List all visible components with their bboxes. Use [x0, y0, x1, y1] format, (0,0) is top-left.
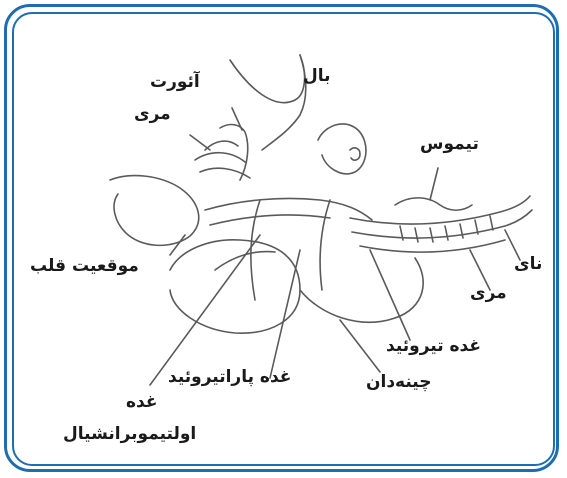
label-heart-position: موقعیت قلب: [30, 256, 139, 276]
leader-thyroid: [370, 250, 410, 340]
label-trachea: نای: [514, 254, 542, 274]
leader-parathyroid: [270, 250, 300, 378]
leader-ultimobranchial: [150, 235, 260, 385]
label-esophagus-right: مری: [470, 283, 507, 303]
label-ultimobranchial-line1: غده: [126, 392, 157, 412]
crop-outline: [170, 240, 300, 333]
label-ultimobranchial-line2: اولتیموبرانشیال: [63, 424, 196, 444]
label-crop: چینه‌دان: [366, 372, 432, 392]
wing-outline: [230, 55, 305, 103]
aorta-vessel: [220, 125, 248, 180]
leader-aorta: [232, 108, 242, 130]
label-thyroid-gland: غده تیروئید: [386, 336, 481, 356]
leader-thymus: [430, 168, 438, 200]
label-parathyroid-gland: غده پاراتیروئید: [168, 367, 291, 387]
leader-crop: [340, 320, 380, 372]
label-esophagus-top: مری: [134, 104, 171, 124]
leader-esophagus-top: [190, 135, 210, 150]
label-wing: بال: [303, 66, 331, 86]
label-aorta: آئورت: [150, 72, 200, 92]
trachea-tube: [350, 196, 530, 224]
thymus-outline: [395, 198, 472, 210]
label-thymus: تیموس: [420, 134, 479, 154]
